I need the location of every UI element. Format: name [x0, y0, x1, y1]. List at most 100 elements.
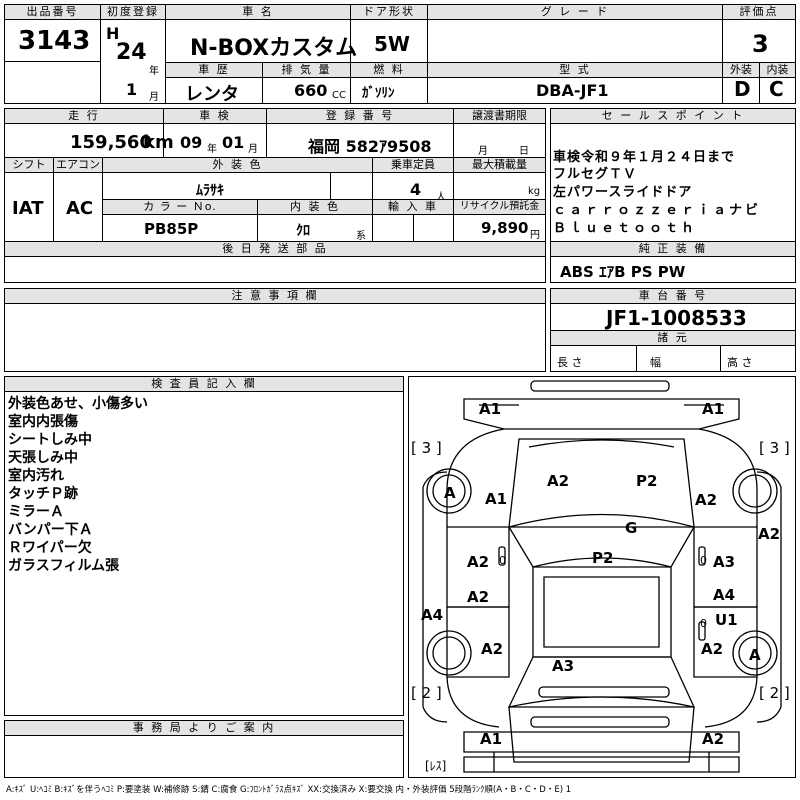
inspector-box	[4, 376, 404, 716]
insp-month-unit: 月	[248, 144, 258, 155]
sales-point-1: 車検令和９年１月２４日まで	[553, 150, 736, 165]
chassis-label: 車 台 番 号	[551, 289, 795, 304]
history-label: 車 歴	[166, 63, 262, 78]
door-label: ドア形状	[351, 5, 427, 20]
mileage-label: 走 行	[5, 109, 163, 124]
vehicle-info-table	[4, 108, 546, 242]
cc-unit: CC	[332, 90, 346, 101]
first-reg-year: 24	[116, 40, 147, 65]
inspector-note-6: タッチＰ跡	[8, 486, 78, 502]
equipment-label: 純 正 装 備	[551, 242, 795, 257]
dmg-front-left-fender: A1	[485, 490, 507, 508]
dmg-right-handle-1: 0	[700, 554, 707, 567]
mileage-unit: km	[143, 132, 174, 153]
ext-label: 外装	[723, 63, 759, 78]
sales-point-5: Ｂｌｕｅｔｏｏｔｈ	[553, 221, 698, 236]
int-score: C	[769, 77, 784, 101]
dmg-rear-left-quarter: A2	[481, 640, 503, 658]
dmg-rear-bumper-left: A1	[480, 730, 502, 748]
office-box	[4, 720, 404, 778]
insp-year: 09	[180, 133, 203, 152]
reg-number: 福岡 582ｱ9508	[308, 137, 432, 156]
displacement-label: 排 気 量	[263, 63, 350, 78]
seats: 4	[410, 180, 422, 199]
grade-label: グ レ ー ド	[428, 5, 722, 20]
office-label: 事 務 局 よ り ご 案 内	[5, 721, 403, 736]
color-no-label: カ ラ ー Ｎo.	[103, 200, 257, 215]
later-parts-box	[4, 241, 546, 283]
dmg-rear-left-door: A2	[467, 588, 489, 606]
equipment: ABS ｴｱB PS PW	[560, 263, 686, 281]
inspector-note-8: バンパー下Ａ	[8, 522, 93, 538]
model-label: 型 式	[428, 63, 722, 78]
inspector-note-2: 室内内張傷	[8, 414, 78, 430]
import-label: 輸 入 車	[373, 200, 453, 215]
dmg-front-left-door: A2	[467, 553, 489, 571]
tire-tread-rear-left: [ 2 ]	[411, 684, 442, 702]
recycle-unit: 円	[530, 230, 540, 241]
equipment-box	[550, 241, 796, 283]
header-table	[4, 4, 796, 104]
fuel-label: 燃 料	[351, 63, 427, 78]
dmg-roof: P2	[592, 549, 613, 567]
dmg-tire-rear-right: A	[749, 646, 761, 664]
dmg-right-side: A2	[758, 525, 780, 543]
dmg-rear-right-lower: U1	[715, 611, 738, 629]
insp-year-unit: 年	[207, 144, 217, 155]
seats-label: 乗車定員	[373, 158, 453, 173]
inspector-note-3: シートしみ中	[8, 432, 92, 448]
car-history: レンタ	[185, 84, 239, 105]
dmg-hood-left: A2	[547, 472, 569, 490]
dmg-rear-bumper-right: A2	[702, 730, 724, 748]
color-no: PB85P	[144, 220, 199, 238]
mileage: 159,560	[70, 132, 152, 153]
model: DBA-JF1	[536, 81, 609, 100]
tire-tread-front-left: [ 3 ]	[411, 439, 442, 457]
score-label: 評価点	[723, 5, 795, 20]
sales-label: セ ー ル ス ポ イ ン ト	[551, 109, 795, 124]
dmg-front-right-fender: A2	[695, 491, 717, 509]
color-label: 外 装 色	[103, 158, 372, 173]
sales-point-2: フルセグＴＶ	[553, 167, 638, 182]
first-reg-month: 1	[126, 80, 138, 99]
caution-box	[4, 288, 546, 372]
dmg-front-right-door: A3	[713, 553, 735, 571]
car-diagram-box	[408, 376, 796, 778]
displacement: 660	[294, 81, 328, 100]
dmg-right-handle-2: 0	[700, 617, 707, 630]
inspector-note-4: 天張しみ中	[8, 450, 78, 466]
inspector-note-9: Ｒワイパー欠	[8, 540, 92, 556]
score: 3	[752, 30, 769, 58]
transfer-label: 譲渡書期限	[454, 109, 545, 124]
inspection-label: 車 検	[164, 109, 266, 124]
dmg-rear-gate: A3	[552, 657, 574, 675]
int-color: ｸﾛ	[296, 223, 310, 239]
lot-number: 3143	[18, 26, 91, 56]
inspector-note-1: 外装色あせ、小傷多い	[8, 396, 148, 412]
dmg-rear-right-door: A4	[713, 586, 735, 604]
dmg-hood-right: P2	[636, 472, 657, 490]
shift: IAT	[12, 198, 44, 219]
tire-tread-rear-right: [ 2 ]	[759, 684, 790, 702]
height-label: 高 さ	[727, 356, 753, 369]
sales-point-4: ｃａｒｒｏｚｚｅｒｉａナビ	[553, 203, 762, 218]
sales-point-3: 左パワースライドドア	[553, 185, 693, 200]
load-unit: kg	[528, 186, 541, 197]
ac: AC	[66, 198, 94, 219]
recycle-fee: 9,890	[481, 219, 529, 237]
fuel: ｶﾞｿﾘﾝ	[362, 86, 395, 101]
dmg-front-bumper-right: A1	[702, 400, 724, 418]
int-color-unit: 系	[356, 231, 366, 242]
damage-legend: A:ｷｽﾞ U:ﾍｺﾐ B:ｷｽﾞを伴うﾍｺﾐ P:要塗装 W:補修跡 S:錆 …	[6, 785, 572, 795]
load-label: 最大積載量	[454, 158, 545, 173]
inspector-note-5: 室内汚れ	[8, 468, 64, 484]
transfer-day-unit: 日	[519, 146, 529, 157]
car-name: N-BOXカスタム	[190, 36, 358, 61]
ext-score: D	[734, 77, 751, 101]
dmg-tire-front-left: A	[444, 484, 456, 502]
width-label: 幅	[650, 356, 661, 369]
dmg-front-bumper-left: A1	[479, 400, 501, 418]
chassis-box	[550, 288, 796, 372]
car-name-label: 車 名	[166, 5, 350, 20]
int-color-label: 内 装 色	[258, 200, 372, 215]
